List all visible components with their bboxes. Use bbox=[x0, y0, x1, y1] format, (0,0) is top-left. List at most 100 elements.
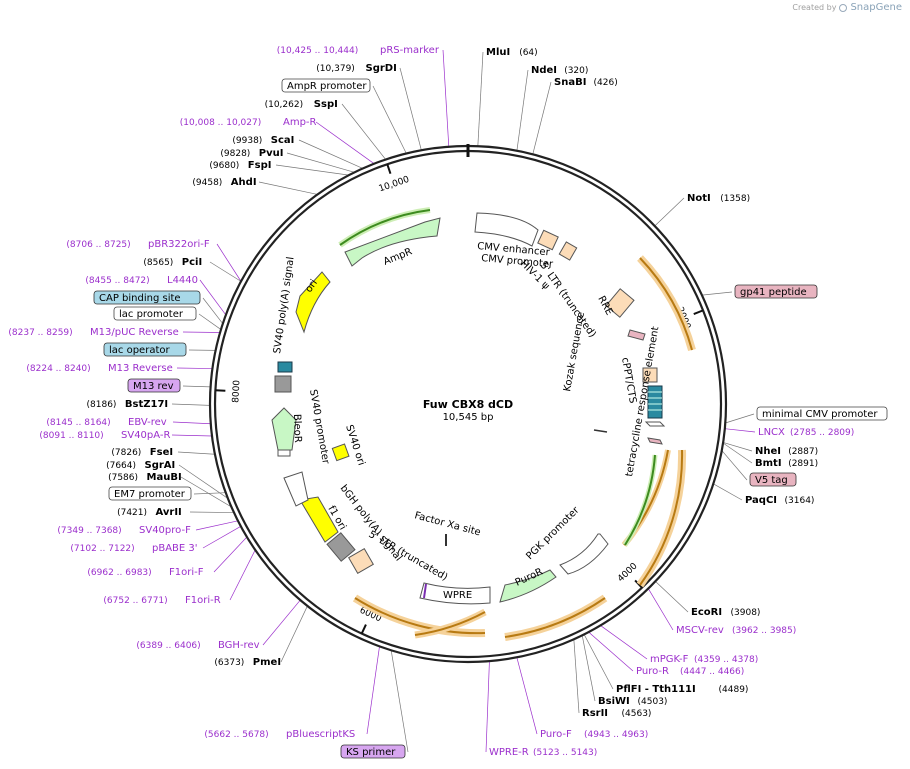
label-position: (10,379) bbox=[316, 64, 355, 74]
label-position: (8224 .. 8240) bbox=[26, 364, 90, 374]
label-name: MSCV-rev bbox=[676, 625, 724, 636]
ruler-tick bbox=[634, 579, 643, 589]
left-label-pbluescriptks: pBluescriptKS(5662 .. 5678) bbox=[204, 729, 355, 740]
leader-line bbox=[647, 588, 674, 631]
label-box bbox=[93, 290, 201, 305]
right-label-paqci: PaqCI(3164) bbox=[745, 495, 814, 506]
leader-line bbox=[213, 536, 248, 573]
label-name: Puro-F bbox=[540, 729, 572, 740]
label-position: (6752 .. 6771) bbox=[103, 596, 167, 606]
label-name: SspI bbox=[314, 99, 338, 110]
right-label-puro-f: Puro-F (4943 .. 4963) bbox=[540, 729, 648, 740]
label-name: NdeI bbox=[531, 65, 557, 76]
leader-line bbox=[229, 549, 256, 601]
plasmid-size: 10,545 bp bbox=[443, 412, 494, 423]
label-position: (4563) bbox=[622, 709, 652, 719]
ruler-tick bbox=[693, 309, 704, 315]
label-name: WPRE-R bbox=[489, 747, 529, 758]
leader-line bbox=[202, 297, 224, 324]
left-label-ampr-promoter: AmpR promoter bbox=[281, 78, 371, 93]
snapgene-watermark: Created by SnapGene bbox=[792, 2, 902, 13]
left-label-sgrai: SgrAI(7664) bbox=[106, 460, 175, 471]
label-position: (4503) bbox=[638, 697, 668, 707]
label-name: ScaI bbox=[271, 135, 295, 146]
label-position: (2887) bbox=[788, 447, 818, 457]
label-position: (8145 .. 8164) bbox=[46, 418, 110, 428]
leader-line bbox=[516, 657, 538, 735]
leader-line bbox=[390, 650, 409, 753]
leader-line bbox=[399, 67, 422, 151]
left-label-m13-rev: M13 rev bbox=[127, 378, 181, 393]
label-name: SgrDI bbox=[366, 63, 397, 74]
label-position: (4943 .. 4963) bbox=[584, 730, 648, 740]
leader-line bbox=[171, 434, 213, 437]
label-position: (10,425 .. 10,444) bbox=[277, 46, 358, 56]
label-position: (8455 .. 8472) bbox=[85, 276, 149, 286]
label-box bbox=[103, 342, 187, 357]
label-name: AmpR promoter bbox=[287, 81, 367, 92]
label-name: L4440 bbox=[167, 275, 198, 286]
right-label-gp41-peptide: gp41 peptide bbox=[734, 284, 818, 299]
label-name: Amp-R bbox=[283, 117, 317, 128]
leader-line bbox=[701, 291, 733, 296]
label-position: (4489) bbox=[719, 685, 749, 695]
leader-line bbox=[713, 483, 743, 501]
label-position: (1358) bbox=[720, 194, 750, 204]
label-name: EcoRI bbox=[691, 607, 722, 618]
label-name: F1ori-R bbox=[185, 595, 221, 606]
feature-label-pgk-promoter: PGK promoter bbox=[524, 504, 582, 562]
left-label-amp-r: Amp-R(10,008 .. 10,027) bbox=[180, 117, 317, 128]
label-box bbox=[756, 406, 888, 421]
green-feature-arc-core bbox=[624, 454, 656, 546]
label-name: PvuI bbox=[259, 148, 284, 159]
label-name: V5 tag bbox=[755, 475, 788, 486]
label-name: CAP binding site bbox=[99, 293, 181, 304]
em7-box bbox=[277, 449, 291, 457]
plasmid-name: Fuw CBX8 dCD bbox=[423, 398, 513, 411]
right-label-nhei: NheI(2887) bbox=[755, 446, 818, 457]
label-position: (4447 .. 4466) bbox=[680, 667, 744, 677]
ruler-label: 10,000 bbox=[378, 175, 411, 195]
feature-label-ampr: AmpR bbox=[382, 246, 414, 267]
bgh-polya-box bbox=[326, 532, 356, 562]
left-label-prs-marker: pRS-marker (10,425 .. 10,444) bbox=[277, 45, 440, 56]
label-name: pBluescriptKS bbox=[286, 729, 355, 740]
label-name: EM7 promoter bbox=[114, 489, 186, 500]
label-name: minimal CMV promoter bbox=[762, 409, 878, 420]
label-name: SV40pro-F bbox=[139, 525, 191, 536]
orange-feature-arc-4-core bbox=[504, 597, 606, 638]
feature-label-sv40-promoter: SV40 promoter bbox=[307, 389, 331, 466]
v5-tag-feature bbox=[647, 437, 663, 445]
leader-line bbox=[581, 635, 596, 702]
label-name: BGH-rev bbox=[218, 640, 260, 651]
cmv-enhancer-arrow bbox=[474, 212, 539, 247]
label-name: RsrII bbox=[582, 708, 608, 719]
orange-feature-arc-6-core bbox=[414, 611, 486, 636]
label-position: (4359 .. 4378) bbox=[694, 655, 758, 665]
ruler-tick bbox=[215, 389, 226, 392]
label-name: pRS-marker bbox=[380, 45, 440, 56]
label-box bbox=[749, 472, 797, 487]
label-name: pBR322ori-F bbox=[148, 239, 210, 250]
label-name: PciI bbox=[182, 257, 202, 268]
label-position: (8565) bbox=[143, 258, 173, 268]
leader-line bbox=[722, 442, 753, 464]
label-name: BsiWI bbox=[598, 696, 630, 707]
leader-line bbox=[315, 121, 375, 164]
label-name: pBABE 3' bbox=[152, 543, 198, 554]
feature-arrows bbox=[271, 207, 696, 641]
leader-line bbox=[275, 164, 349, 176]
feature-label-rre: RRE bbox=[595, 294, 614, 317]
leader-line bbox=[721, 450, 748, 481]
left-label-f1ori-f: F1ori-F(6962 .. 6983) bbox=[87, 567, 203, 578]
created-by-text: Created by bbox=[792, 3, 837, 12]
right-label-ecori: EcoRI(3908) bbox=[691, 607, 760, 618]
label-position: (7349 .. 7368) bbox=[57, 526, 121, 536]
ruler-tick bbox=[386, 163, 392, 175]
leader-line bbox=[372, 85, 407, 154]
brand-name: SnapGene bbox=[850, 2, 902, 13]
label-name: NotI bbox=[687, 193, 711, 204]
kozak-tick bbox=[593, 429, 608, 433]
left-label-pbabe-3-: pBABE 3'(7102 .. 7122) bbox=[70, 543, 197, 554]
minimal-cmv-feature bbox=[644, 421, 666, 427]
